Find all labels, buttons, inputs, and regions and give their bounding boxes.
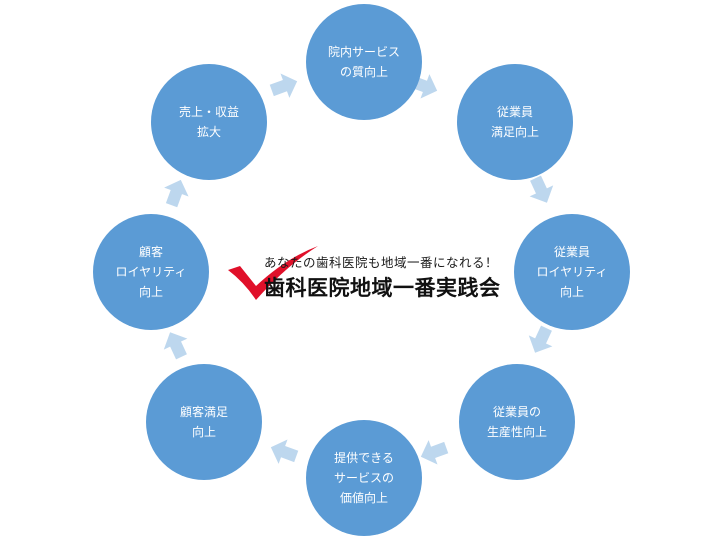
node-label-line: 顧客満足 (179, 405, 228, 419)
node-label-line: 向上 (559, 285, 584, 299)
cycle-node-service-value: 提供できる サービスの 価値向上 (306, 420, 422, 536)
cycle-arrow-icon (269, 73, 298, 98)
node-label-line: 従業員 (496, 105, 533, 119)
cycle-arrow-icon (163, 332, 188, 360)
center-subtitle: あなたの歯科医院も地域一番になれる！ (264, 255, 499, 270)
cycle-arrow-icon (164, 179, 189, 208)
cycle-node-employee-satisfaction: 従業員 満足向上 (457, 64, 573, 180)
node-label-line: 売上・収益 (178, 105, 239, 119)
cycle-arrow-icon (528, 325, 553, 353)
cycle-node-customer-satisfaction: 顧客満足 向上 (146, 364, 262, 480)
node-label-line: 生産性向上 (486, 425, 547, 439)
node-label-line: 向上 (191, 425, 216, 439)
cycle-node-service-quality: 院内サービス の質向上 (306, 4, 422, 120)
node-label-line: 価値向上 (339, 491, 388, 505)
cycle-node-employee-loyalty: 従業員 ロイヤリティ 向上 (514, 214, 630, 330)
node-label-line: ロイヤリティ (115, 265, 187, 279)
cycle-arrow-icon (529, 175, 554, 203)
node-label-line: ロイヤリティ (536, 265, 608, 279)
node-label-line: 従業員の (492, 405, 541, 419)
center-title: 歯科医院地域一番実践会 (264, 276, 501, 300)
cycle-arrow-icon (270, 439, 299, 464)
check-mark-icon (228, 246, 318, 300)
node-label-line: 向上 (138, 285, 163, 299)
cycle-node-customer-loyalty: 顧客 ロイヤリティ 向上 (93, 214, 209, 330)
node-label-line: 満足向上 (490, 125, 539, 139)
node-label-line: 従業員 (553, 245, 590, 259)
node-label-line: 顧客 (138, 245, 163, 259)
node-label-line: 拡大 (196, 125, 221, 139)
cycle-node-employee-productivity: 従業員の 生産性向上 (459, 364, 575, 480)
cycle-node-revenue-growth: 売上・収益 拡大 (151, 64, 267, 180)
node-label-line: 院内サービス (327, 45, 400, 59)
center-logo: あなたの歯科医院も地域一番になれる！ 歯科医院地域一番実践会 (226, 246, 516, 306)
node-label-line: の質向上 (339, 65, 388, 79)
node-label-line: 提供できる (334, 451, 394, 465)
cycle-arrow-icon (420, 440, 449, 465)
node-label-line: サービスの (333, 471, 394, 485)
